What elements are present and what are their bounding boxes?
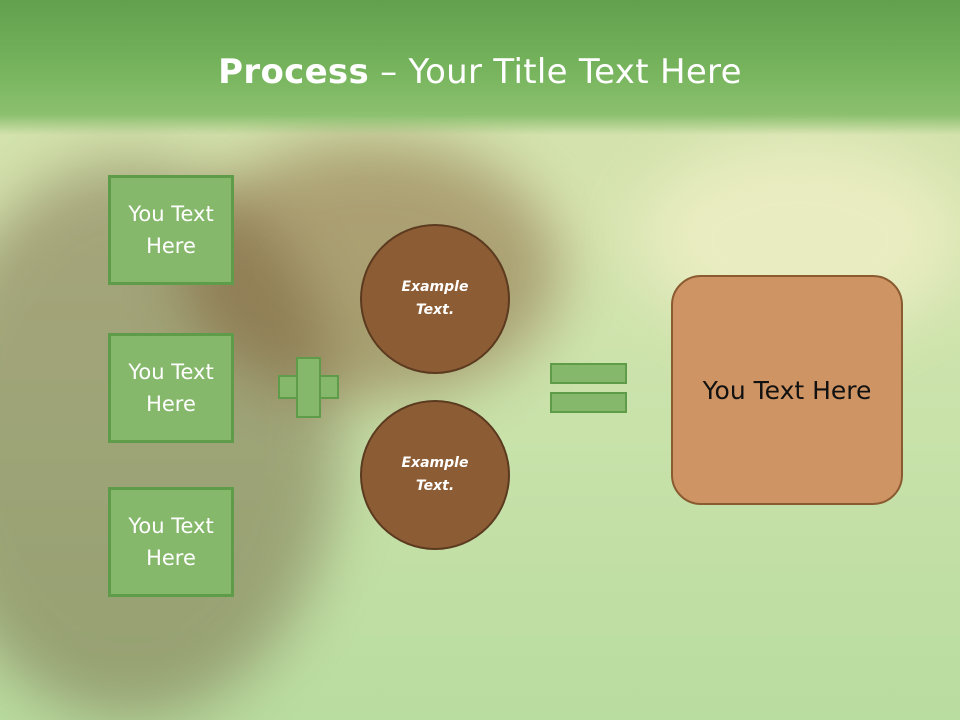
input-box-label: You Text Here: [128, 514, 214, 570]
input-box-label: You Text Here: [128, 202, 214, 258]
title-bold: Process: [218, 52, 370, 92]
input-box-2: You Text Here: [108, 333, 234, 443]
result-box: You Text Here: [671, 275, 903, 505]
result-label: You Text Here: [702, 375, 872, 405]
input-box-1: You Text Here: [108, 175, 234, 285]
example-circle-1: Example Text.: [360, 224, 510, 374]
title-bar: [0, 0, 960, 135]
circle-label: Example Text.: [401, 455, 469, 494]
equals-icon-top: [550, 363, 627, 384]
equals-icon-bottom: [550, 392, 627, 413]
plus-icon-center: [298, 377, 319, 397]
slide-title: Process – Your Title Text Here: [0, 52, 960, 92]
example-circle-2: Example Text.: [360, 400, 510, 550]
input-box-3: You Text Here: [108, 487, 234, 597]
circle-label: Example Text.: [401, 279, 469, 318]
title-rest: – Your Title Text Here: [369, 52, 742, 92]
input-box-label: You Text Here: [128, 360, 214, 416]
